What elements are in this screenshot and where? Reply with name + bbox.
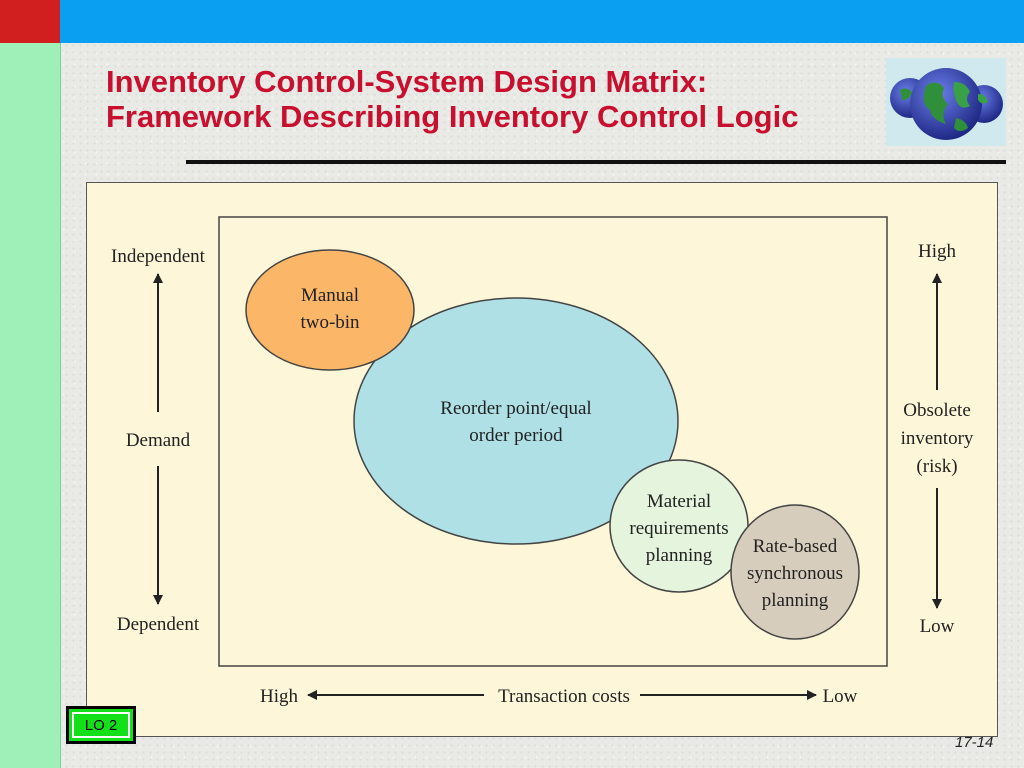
rate-based-label-1: Rate-based bbox=[753, 536, 838, 557]
rate-based-label-2: synchronous bbox=[747, 563, 843, 584]
matrix-frame bbox=[218, 216, 888, 667]
globe-icon bbox=[886, 58, 1006, 146]
bottom-axis-right-label: Low bbox=[823, 686, 858, 707]
right-axis-middle-label-3: (risk) bbox=[916, 456, 957, 477]
header-bar bbox=[60, 0, 1024, 43]
learning-objective-badge: LO 2 bbox=[66, 706, 136, 744]
slide-title-line-1: Inventory Control-System Design Matrix: bbox=[106, 64, 708, 99]
left-axis-top-label: Independent bbox=[111, 246, 206, 267]
right-axis-top-label: High bbox=[918, 241, 957, 262]
bottom-axis-middle-label: Transaction costs bbox=[498, 686, 630, 707]
bottom-axis-left-label: High bbox=[260, 686, 299, 707]
manual-two-bin-label-2: two-bin bbox=[300, 312, 360, 333]
right-axis-middle-label-1: Obsolete bbox=[903, 400, 971, 421]
manual-two-bin-ellipse bbox=[245, 249, 415, 371]
mrp-label-3: planning bbox=[646, 545, 713, 566]
right-axis-middle-label-2: inventory bbox=[901, 428, 974, 449]
reorder-point-label-1: Reorder point/equal bbox=[440, 398, 591, 419]
mrp-label-2: requirements bbox=[629, 518, 728, 539]
learning-objective-label: LO 2 bbox=[72, 712, 130, 738]
slide-number: 17-14 bbox=[955, 734, 994, 751]
right-axis-bottom-label: Low bbox=[920, 616, 955, 637]
rate-based-ellipse bbox=[730, 504, 860, 640]
left-accent-bar bbox=[0, 43, 61, 768]
left-axis-middle-label: Demand bbox=[126, 430, 191, 451]
manual-two-bin-label-1: Manual bbox=[301, 285, 359, 306]
design-matrix-diagram: Independent Demand Dependent High Obsole… bbox=[111, 216, 974, 707]
title-divider bbox=[186, 160, 1006, 164]
corner-accent bbox=[0, 0, 60, 43]
reorder-point-label-2: order period bbox=[469, 425, 563, 446]
reorder-point-ellipse bbox=[353, 297, 679, 545]
slide-title-line-2: Framework Describing Inventory Control L… bbox=[106, 99, 799, 134]
rate-based-label-3: planning bbox=[762, 590, 829, 611]
mrp-label-1: Material bbox=[647, 491, 711, 512]
slide-title: Inventory Control-System Design Matrix: … bbox=[106, 64, 886, 134]
left-axis-bottom-label: Dependent bbox=[117, 614, 200, 635]
